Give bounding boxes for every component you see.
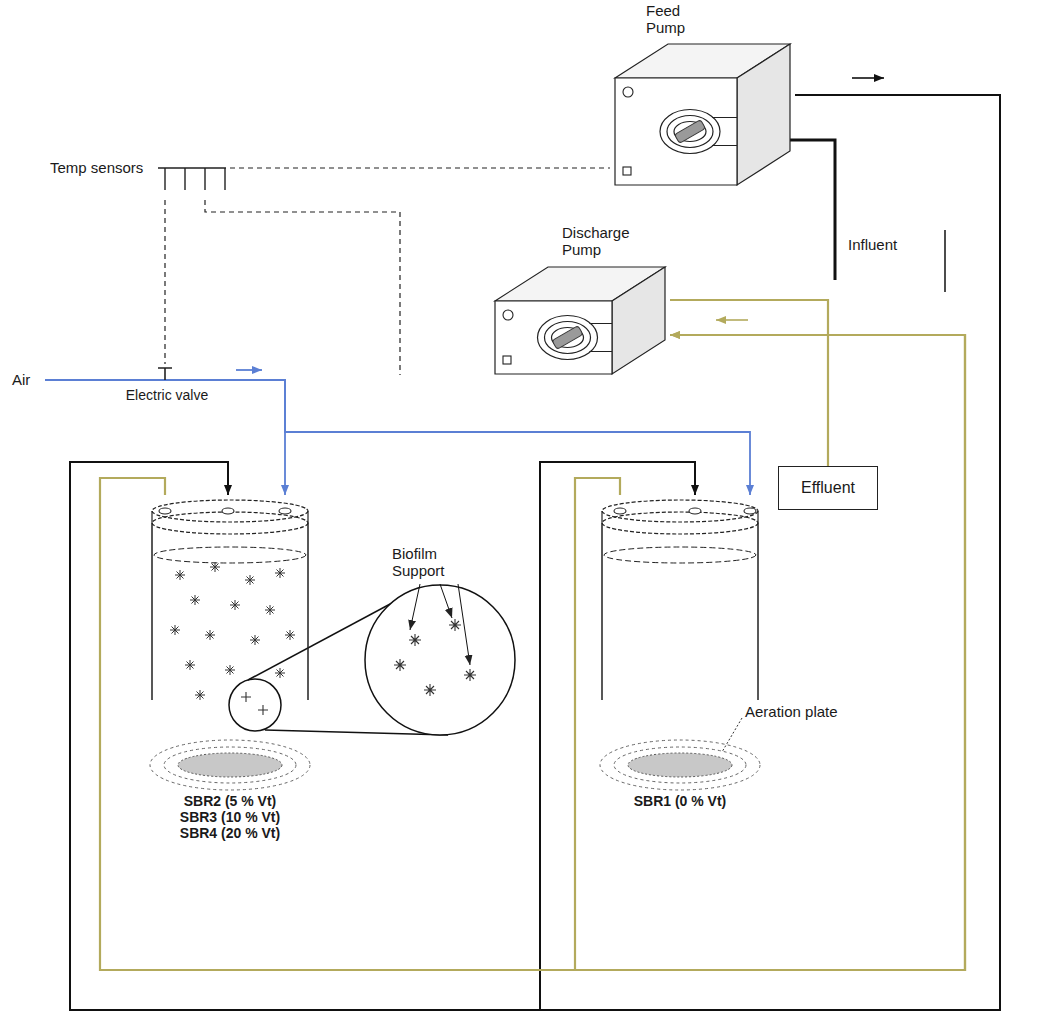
pipe-connector [100,335,965,970]
pump-rotor [552,326,583,350]
pipe-connector [540,95,1000,1010]
flow-arrow [236,369,262,371]
liquid-level [154,547,306,563]
pump-rotor-ring [538,316,598,360]
pipe-connector [224,380,750,495]
reactor-lid [152,500,308,522]
text-group: Electric valve [112,387,222,403]
pump-rotor-ring [545,322,591,354]
pump-label: Discharge Pump [562,224,644,259]
reactor-lid [152,512,308,534]
leader-line [440,584,452,618]
text-group: Feed Pump [646,2,704,37]
aeration-ripple [614,747,746,783]
reactor-port [222,508,234,514]
pump-front-face [495,301,612,374]
influent-tank-wall [944,230,946,292]
pump-switch [623,167,631,175]
liquid-level [604,547,756,563]
signal-wire [164,200,165,364]
air-pipe [45,379,112,381]
pump-front-face [615,78,737,185]
reactor-wall [152,523,308,700]
sensor-probes [158,168,226,190]
pump-tube [712,118,737,146]
temperature-sensor: Temp sensors [50,150,230,200]
text-group: SBR1 (0 % Vt) [590,793,770,809]
leader-line [458,584,470,665]
text-group: Discharge Pump [562,224,644,259]
text-group: SBR2 (5 % Vt)SBR3 (10 % Vt)SBR4 (20 % Vt… [140,793,320,841]
feed-pump: Feed Pump [610,0,795,190]
pump-rotor [675,120,706,144]
reactor-label: SBR1 (0 % Vt) [590,793,770,809]
stream-label: Influent [848,236,897,253]
reactor-lid [602,512,758,534]
pipe-connector [70,95,1000,1010]
pump-indicator [503,310,513,320]
reactor-label: SBR4 (20 % Vt) [140,825,320,841]
electric-valve: Electric valve [112,364,224,406]
pipe-connector [224,380,285,495]
pump-side-face [612,267,665,374]
influent-pipe [790,140,835,280]
air-pipe [112,379,224,381]
reactor-label: SBR3 (10 % Vt) [140,809,320,825]
pipe-connector [670,300,828,466]
signal-wire [230,167,610,168]
pump-tube [590,324,613,352]
pump-switch [503,356,511,364]
magnifier-circle [229,679,281,731]
leader-line [722,718,742,752]
pipe-connector [575,335,965,970]
reactor-port [689,508,701,514]
aeration-ripple [150,740,310,790]
biofilm-carrier [170,562,295,700]
reactor-port [159,508,171,514]
reactor-port [279,508,291,514]
callout-label: Aeration plate [745,703,838,720]
reactor-vessel: SBR1 (0 % Vt) [590,495,772,815]
pump-rotor-ring [660,110,720,154]
effluent-box: Effluent [778,466,878,510]
pump-indicator [623,87,633,97]
valve-symbol [158,368,172,380]
reactor-vessel-outline [590,495,772,815]
flow-arrow [716,319,748,321]
discharge-pump: Discharge Pump [490,222,670,377]
aeration-ripple [600,740,760,790]
reactor-port [744,508,756,514]
text-group: Temp sensors [50,159,143,176]
reactor-vessel: SBR2 (5 % Vt)SBR3 (10 % Vt)SBR4 (20 % Vt… [140,495,322,860]
pump-label: Feed Pump [646,2,704,37]
pump-side-face [737,44,790,185]
zoom-circle [365,585,515,735]
air-label: Air [12,371,30,388]
aeration-plate [628,753,732,777]
aeration-ripple [164,747,296,783]
reactor-lid [602,500,758,522]
sensor-wire [205,200,400,375]
valve-label: Electric valve [112,387,222,403]
feed-pump-outline [610,0,795,190]
text-group: Effluent [779,467,877,509]
leader-line [410,584,420,630]
sensor-label: Temp sensors [50,159,143,176]
reactor-port [614,508,626,514]
biofilm-carrier [241,619,476,715]
pump-rotor-ring [667,116,713,148]
reactor-wall [602,523,758,700]
callout-label: Biofilm Support [392,545,464,580]
reactor-label: SBR2 (5 % Vt) [140,793,320,809]
flow-arrow [852,77,884,79]
aeration-plate [178,753,282,777]
box-label: Effluent [801,479,855,497]
